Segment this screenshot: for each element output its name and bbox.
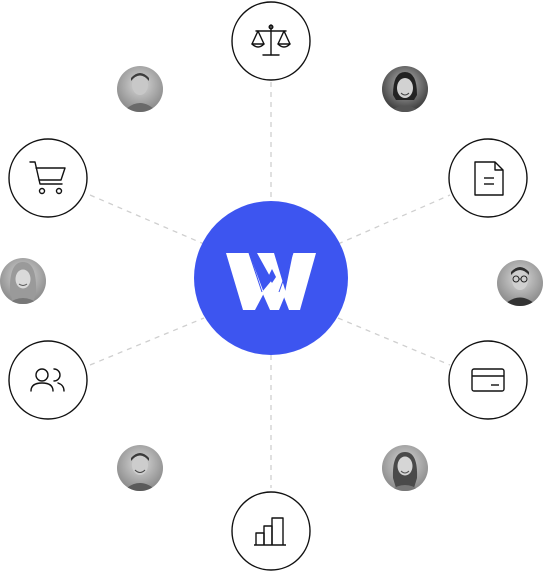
avatar-woman-long-hair (382, 445, 428, 491)
document-icon (474, 161, 504, 196)
legal-node[interactable] (231, 1, 311, 81)
scales-icon (251, 24, 291, 56)
bar-chart-icon (254, 517, 286, 546)
bar-chart-node[interactable] (231, 491, 311, 571)
avatar-man-smiling (117, 445, 163, 491)
users-node[interactable] (8, 340, 88, 420)
connector-line-upper-right (337, 194, 451, 245)
credit-card-icon (471, 368, 505, 392)
document-node[interactable] (448, 138, 528, 218)
credit-card-node[interactable] (448, 340, 528, 420)
avatar-man-short-hair (117, 66, 163, 112)
avatar-woman-blonde (0, 258, 46, 304)
avatar-woman-smiling (382, 66, 428, 112)
avatar-man-glasses (497, 260, 543, 306)
users-icon (30, 368, 65, 392)
shopping-cart-node[interactable] (8, 138, 88, 218)
connector-line-upper-left (89, 194, 205, 245)
shopping-cart-icon (29, 161, 66, 195)
connector-lines (89, 82, 451, 488)
w-logo-icon (226, 253, 316, 310)
center-logo (194, 201, 348, 355)
connector-line-lower-left (89, 317, 205, 366)
connector-line-lower-right (337, 317, 451, 366)
